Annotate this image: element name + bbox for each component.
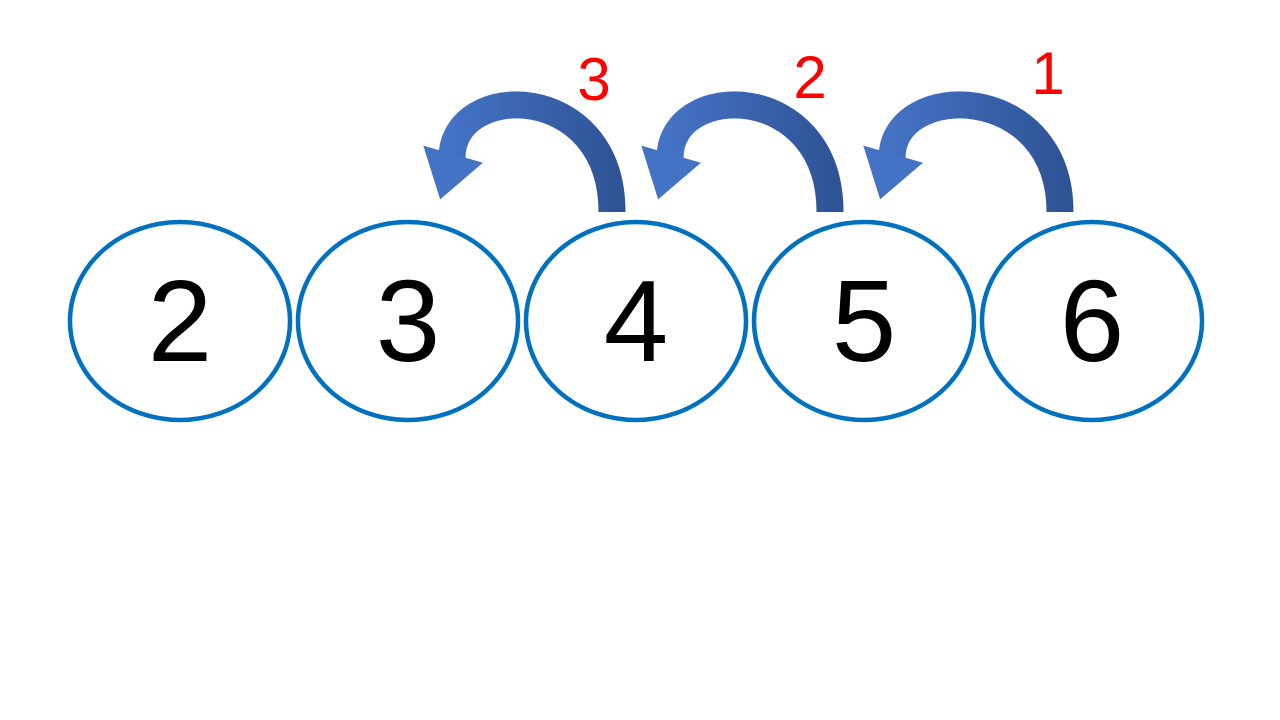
number-circle-4-outline xyxy=(523,219,749,423)
number-circle-6-outline xyxy=(979,219,1205,423)
jump-arrow-6-to-5 xyxy=(863,91,1074,213)
number-circle-5-value: 5 xyxy=(832,256,897,386)
number-circle-2-outline xyxy=(67,219,293,423)
jump-arrow-5-to-4-arc xyxy=(656,91,844,213)
number-circle-4-value: 4 xyxy=(604,256,669,386)
jump-arrow-6-to-5-arc xyxy=(878,91,1074,213)
number-circle-5-outline xyxy=(751,219,977,423)
jump-arrow-5-to-4-arrowhead-icon xyxy=(641,145,701,200)
number-circle-3-value: 3 xyxy=(376,256,441,386)
jump-arrow-4-to-3-arc xyxy=(438,91,626,213)
number-circle-2: 2 xyxy=(67,219,293,423)
number-circle-3: 3 xyxy=(295,219,521,423)
arrow-count-label-3: 3 xyxy=(577,46,610,113)
number-circle-5: 5 xyxy=(751,219,977,423)
number-circle-6-value: 6 xyxy=(1060,256,1125,386)
jump-arrow-4-to-3-arrowhead-icon xyxy=(423,145,483,200)
number-circle-3-outline xyxy=(295,219,521,423)
arrow-count-label-1: 1 xyxy=(1031,40,1064,107)
jump-arrow-4-to-3 xyxy=(423,91,626,213)
jump-arrow-6-to-5-arrowhead-icon xyxy=(863,145,923,200)
number-circle-4: 4 xyxy=(523,219,749,423)
jump-arrow-5-to-4 xyxy=(641,91,844,213)
number-circle-2-value: 2 xyxy=(148,256,213,386)
arrow-count-label-2: 2 xyxy=(793,44,826,111)
number-circle-6: 6 xyxy=(979,219,1205,423)
